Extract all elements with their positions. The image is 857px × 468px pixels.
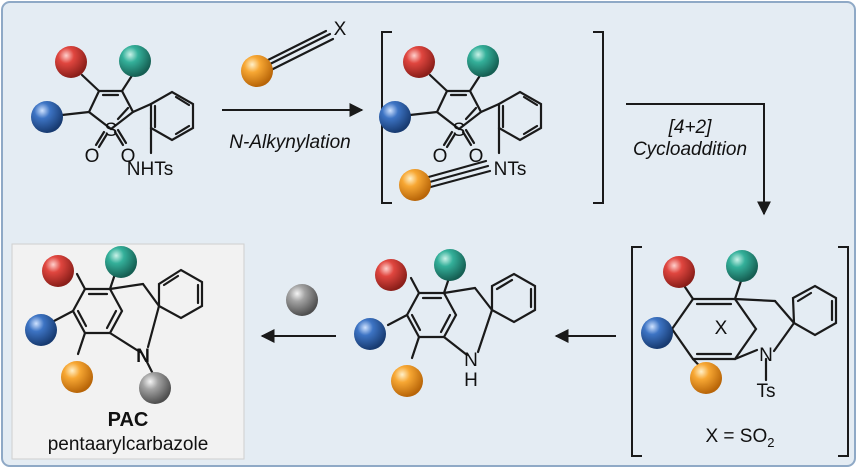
teal-ball bbox=[434, 249, 466, 281]
sulfur-label: S bbox=[453, 120, 466, 141]
hydrogen-label: H bbox=[464, 370, 478, 391]
gray-ball bbox=[139, 372, 171, 404]
orange-ball bbox=[61, 361, 93, 393]
orange-ball bbox=[690, 362, 722, 394]
orange-ball bbox=[241, 55, 273, 87]
red-ball bbox=[42, 255, 74, 287]
oxygen-label-left: O bbox=[433, 146, 448, 167]
x-equals-so2-note: X = SO2 bbox=[705, 426, 774, 450]
product-full-name: pentaarylcarbazole bbox=[48, 434, 209, 455]
step2-label-line1: [4+2] bbox=[668, 117, 713, 138]
gray-ball bbox=[286, 284, 318, 316]
intermediate1-structure bbox=[408, 72, 543, 190]
amine-label: NTs bbox=[494, 159, 527, 180]
nitrogen-label: N bbox=[136, 346, 150, 367]
orange-ball bbox=[391, 365, 423, 397]
red-ball bbox=[55, 46, 87, 78]
step2-label-line2: Cycloaddition bbox=[633, 139, 747, 160]
intermediate2-brackets bbox=[631, 246, 849, 457]
oxygen-label-left: O bbox=[85, 146, 100, 167]
oxygen-label-right: O bbox=[469, 146, 484, 167]
teal-ball bbox=[119, 45, 151, 77]
teal-ball bbox=[726, 250, 758, 282]
starting-material bbox=[60, 72, 195, 155]
blue-ball bbox=[641, 317, 673, 349]
orange-ball bbox=[399, 169, 431, 201]
arrow-cycloaddition bbox=[626, 103, 771, 216]
red-ball bbox=[403, 46, 435, 78]
teal-ball bbox=[105, 246, 137, 278]
blue-ball bbox=[379, 101, 411, 133]
blue-ball bbox=[25, 314, 57, 346]
amine-label: NHTs bbox=[127, 159, 173, 180]
oxygen-label-right: O bbox=[121, 146, 136, 167]
bridge-x-label: X bbox=[715, 318, 728, 339]
alkyne-reagent bbox=[266, 29, 335, 72]
teal-ball bbox=[467, 45, 499, 77]
red-ball bbox=[375, 259, 407, 291]
nh-carbazole-structure bbox=[386, 272, 537, 360]
nitrogen-label: N bbox=[759, 345, 773, 366]
step1-label: N-Alkynylation bbox=[229, 132, 350, 153]
red-ball bbox=[663, 256, 695, 288]
sulfur-label: S bbox=[105, 120, 118, 141]
blue-ball bbox=[354, 318, 386, 350]
nitrogen-label: N bbox=[464, 350, 478, 371]
product-structure bbox=[52, 268, 204, 378]
reagent-x-label: X bbox=[334, 19, 347, 40]
tosyl-label: Ts bbox=[757, 381, 776, 402]
blue-ball bbox=[31, 101, 63, 133]
product-abbreviation: PAC bbox=[108, 409, 149, 431]
